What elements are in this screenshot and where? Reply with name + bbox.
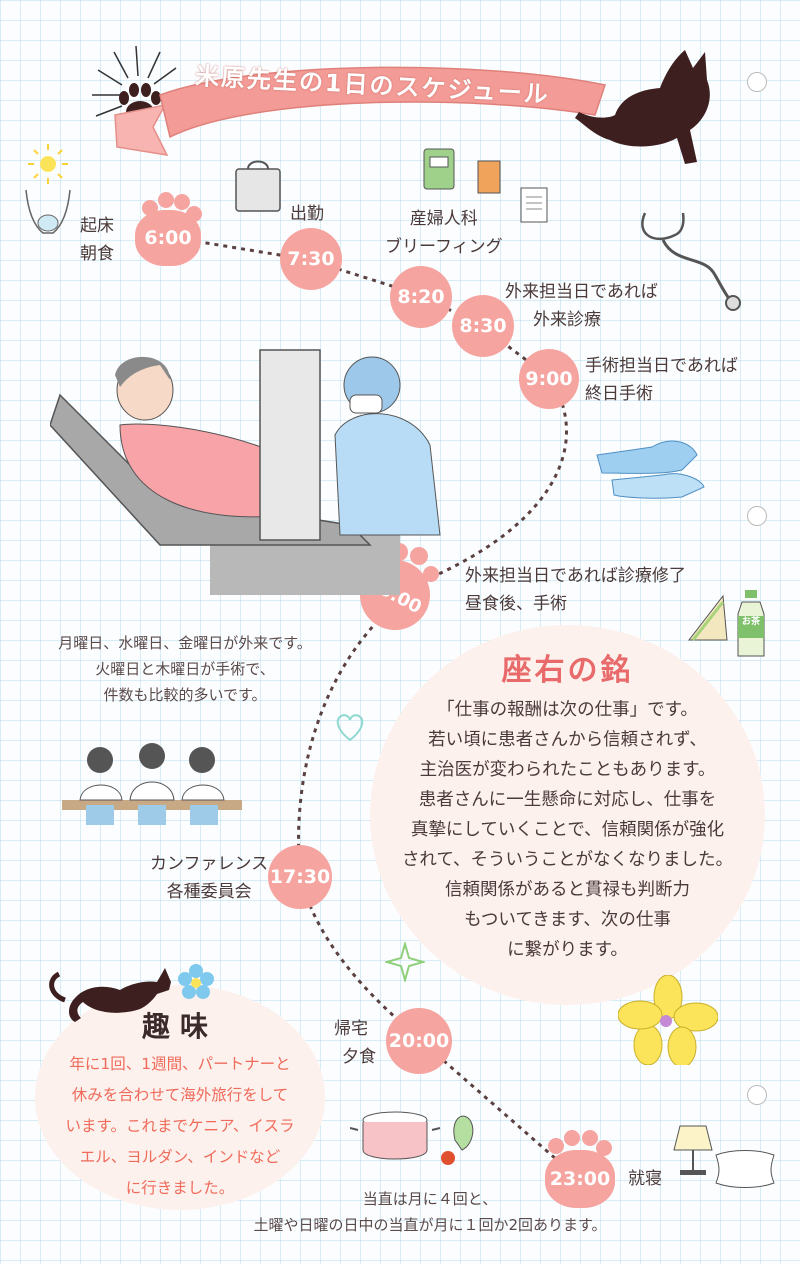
cat-icon	[49, 968, 171, 1022]
motto-box: 座右の銘 「仕事の報酬は次の仕事」です。若い頃に患者さんから信頼されず、主治医が…	[370, 645, 765, 965]
stethoscope-icon	[641, 212, 741, 311]
motto-background	[370, 625, 765, 1005]
hobby-box: 趣味 年に1回、1週間、パートナーと休みを合わせて海外旅行をしています。これまで…	[40, 1005, 320, 1204]
schedule-label: 外来担当日であれば外来診療	[505, 282, 658, 330]
bag-icon	[235, 160, 281, 212]
time-marker: 8:30	[452, 295, 514, 357]
gloves-icon	[596, 440, 705, 499]
schedule-label: 産婦人科ブリーフィング	[385, 209, 503, 257]
schedule-label: 手術担当日であれば終日手術	[585, 356, 738, 404]
sun-icon	[28, 144, 68, 184]
paw-icon	[548, 1130, 612, 1156]
title-ribbon	[114, 66, 606, 156]
schedule-label: 起床朝食	[80, 216, 114, 264]
schedule-label: 外来担当日であれば診療修了昼食後、手術	[465, 566, 686, 614]
schedule-label: 就寝	[628, 1169, 662, 1189]
time-marker: 8:20	[390, 266, 452, 328]
flower-icon	[178, 964, 214, 999]
time-marker: 6:00	[135, 210, 201, 266]
conference-illustration	[62, 743, 242, 825]
lamp-icon	[673, 1125, 713, 1175]
time-marker: 23:00	[545, 1150, 615, 1208]
hobby-background	[35, 985, 325, 1210]
surgery-illustration	[50, 349, 441, 595]
hands-icon	[25, 189, 71, 234]
time-marker: 9:00	[519, 349, 579, 409]
sandwich-icon	[687, 594, 728, 641]
binder-hole	[747, 72, 767, 92]
hobby-title: 趣味	[141, 1010, 218, 1043]
schedule-label: 出勤	[290, 204, 324, 224]
cat-icon	[575, 50, 710, 164]
motto-title: 座右の銘	[501, 653, 634, 688]
heart-icon	[336, 714, 364, 742]
tea-bottle-icon	[737, 590, 765, 657]
pillow-icon	[715, 1150, 775, 1188]
pot-icon	[350, 1111, 474, 1165]
duty-note: 当直は月に４回と、 土曜や日曜の日中の当直が月に１回か2回あります。	[253, 1190, 607, 1234]
binder-hole	[747, 506, 767, 526]
flower-icon	[618, 975, 718, 1065]
hobby-body: 年に1回、1週間、パートナーと休みを合わせて海外旅行をしています。これまでケニア…	[65, 1055, 295, 1197]
weekly-note: 月曜日、水曜日、金曜日が外来です。 火曜日と木曜日が手術で、 件数も比較的多いで…	[58, 634, 312, 704]
book-icon	[477, 160, 501, 194]
time-marker: 20:00	[386, 1008, 452, 1074]
paw-icon	[142, 192, 202, 222]
time-marker: 17:30	[268, 845, 332, 909]
tea-label: お茶	[741, 617, 760, 627]
notebook-icon	[423, 148, 455, 190]
motto-body: 「仕事の報酬は次の仕事」です。若い頃に患者さんから信頼されず、主治医が変わられた…	[401, 700, 734, 960]
document-icon	[520, 187, 548, 223]
time-marker: 7:30	[280, 228, 342, 290]
schedule-label: 帰宅夕食	[334, 1019, 376, 1067]
binder-hole	[747, 1085, 767, 1105]
sparkle-icon	[385, 942, 425, 982]
schedule-label: カンファレンス各種委員会	[150, 854, 269, 902]
